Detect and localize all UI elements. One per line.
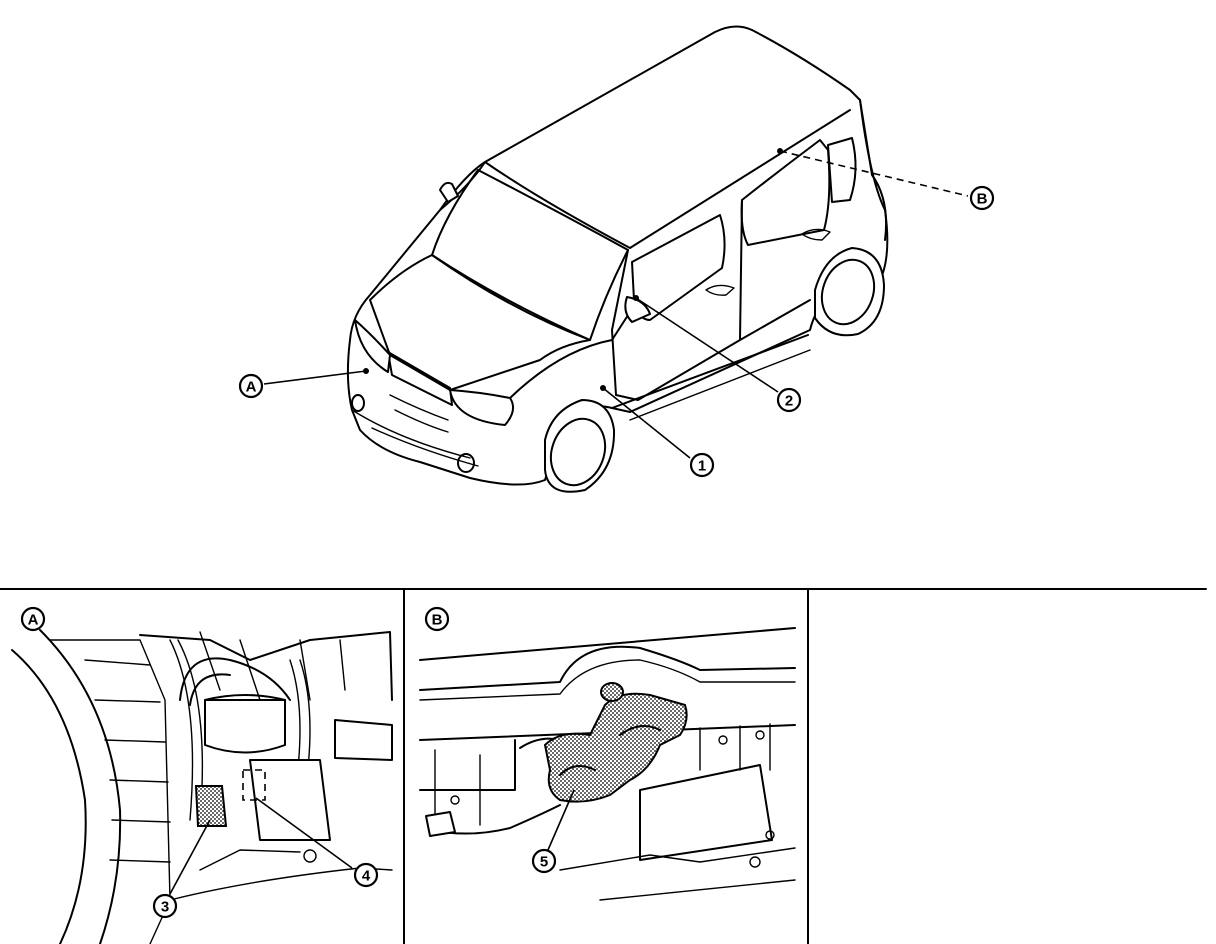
panel-B-label: B bbox=[424, 606, 450, 632]
callout-1: 1 bbox=[689, 452, 715, 478]
panel-B-leaders bbox=[547, 789, 575, 851]
callout-5: 5 bbox=[531, 848, 557, 874]
panel-B-label-text: B bbox=[432, 612, 443, 629]
callout-A-text: A bbox=[246, 379, 257, 396]
detail-panel-A bbox=[11, 629, 393, 944]
callout-1-text: 1 bbox=[698, 458, 706, 475]
panel-A-leaders bbox=[169, 797, 353, 895]
callout-4-text: 4 bbox=[362, 868, 371, 885]
callout-B-vehicle: B bbox=[969, 185, 995, 211]
callout-3: 3 bbox=[152, 893, 178, 919]
callout-2-text: 2 bbox=[785, 393, 793, 410]
callout-5-text: 5 bbox=[540, 854, 548, 871]
vehicle-illustration bbox=[346, 25, 889, 493]
panel-A-label: A bbox=[20, 606, 46, 632]
callout-4: 4 bbox=[353, 862, 379, 888]
callout-B-text: B bbox=[977, 191, 988, 208]
callout-A-vehicle: A bbox=[238, 373, 264, 399]
detail-panel-frame bbox=[0, 588, 1207, 944]
vehicle-leader-lines bbox=[263, 148, 969, 459]
detail-panel-B bbox=[419, 627, 796, 901]
panel-A-label-text: A bbox=[28, 612, 39, 629]
callout-2: 2 bbox=[776, 387, 802, 413]
callout-3-text: 3 bbox=[161, 899, 169, 916]
